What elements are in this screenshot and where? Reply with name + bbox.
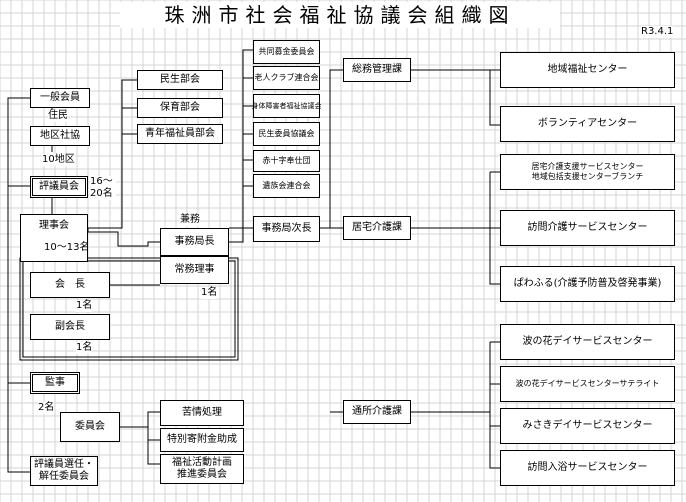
concurrent-label: 兼務 (180, 214, 200, 226)
care-support-line2: 地域包括支援センターブランチ (531, 172, 644, 181)
red-cross-box: 赤十字奉仕団 (253, 150, 320, 172)
councilors-count-label: 16～20名 (90, 176, 116, 200)
care-support-line1: 居宅介護支援サービスセンター (531, 162, 644, 171)
auditors-count-label: 2名 (38, 402, 55, 414)
pawaful-center-box: ぱわふる(介護予防普及啓発事業) (500, 266, 675, 302)
councilors-box: 評議員会 (30, 176, 88, 198)
home-care-section-box: 居宅介護課 (343, 216, 411, 240)
managing-director-box: 常務理事 (160, 256, 229, 284)
welfare-commissioner-dept-box: 民生部会 (137, 70, 223, 90)
welfare-commissioners-assoc-box: 民生委員協議会 (253, 122, 320, 146)
board-label: 理事会 (39, 220, 69, 231)
general-members-box: 一般会員 (30, 88, 90, 108)
managing-director-count-label: 1名 (201, 287, 218, 299)
welfare-plan-line1: 福祉活動計画 (172, 457, 232, 468)
board-box: 理事会 (20, 214, 88, 262)
chair-box: 会 長 (30, 272, 110, 298)
selection-committee-box: 評議員選任・ 解任委員会 (30, 456, 98, 486)
secretary-general-box: 事務局長 (160, 228, 229, 256)
district-council-box: 地区社協 (30, 126, 90, 146)
care-support-center-box: 居宅介護支援サービスセンター 地域包括支援センターブランチ (500, 154, 675, 190)
elderly-club-box: 老人クラブ連合会 (253, 66, 320, 90)
welfare-plan-committee-box: 福祉活動計画 推進委員会 (160, 454, 244, 484)
naminohana-day-center-box: 波の花デイサービスセンター (500, 324, 675, 360)
page-title: 珠洲市社会福祉協議会組織図 (120, 2, 560, 28)
home-visit-center-box: 訪問介護サービスセンター (500, 210, 675, 246)
auditors-box: 監事 (30, 372, 80, 394)
committee-box: 委員会 (60, 412, 120, 442)
welfare-plan-line2: 推進委員会 (177, 469, 227, 480)
board-count-label: 10～13名 (44, 242, 90, 253)
bereaved-families-box: 遺族会連合会 (253, 174, 320, 198)
district-count-label: 10地区 (42, 154, 75, 166)
volunteer-center-box: ボランティアセンター (500, 106, 675, 142)
home-bathing-center-box: 訪問入浴サービスセンター (500, 450, 675, 486)
community-welfare-center-box: 地域福祉センター (500, 52, 675, 88)
special-donation-committee-box: 特別寄附金助成 (160, 428, 244, 452)
disabled-association-box: 身体障害者福祉協議会 (252, 94, 322, 118)
childcare-dept-box: 保育部会 (137, 98, 223, 118)
vice-chair-count-label: 1名 (76, 342, 93, 354)
general-affairs-section-box: 総務管理課 (343, 58, 411, 82)
youth-welfare-dept-box: 青年福祉員部会 (137, 124, 223, 144)
chair-count-label: 1名 (76, 300, 93, 312)
residents-label: 住民 (48, 110, 68, 122)
selection-committee-line2: 解任委員会 (39, 471, 89, 482)
day-care-section-box: 通所介護課 (343, 400, 411, 424)
misaki-day-center-box: みさきデイサービスセンター (500, 408, 675, 444)
vice-chair-box: 副会長 (30, 314, 110, 340)
date-label: R3.4.1 (641, 26, 674, 38)
selection-committee-line1: 評議員選任・ (34, 459, 94, 470)
deputy-secretary-box: 事務局次長 (253, 216, 320, 242)
mutual-fund-box: 共同募金委員会 (253, 40, 320, 64)
complaints-committee-box: 苦情処理 (160, 400, 244, 426)
naminohana-satellite-box: 波の花デイサービスセンターサテライト (500, 366, 675, 402)
